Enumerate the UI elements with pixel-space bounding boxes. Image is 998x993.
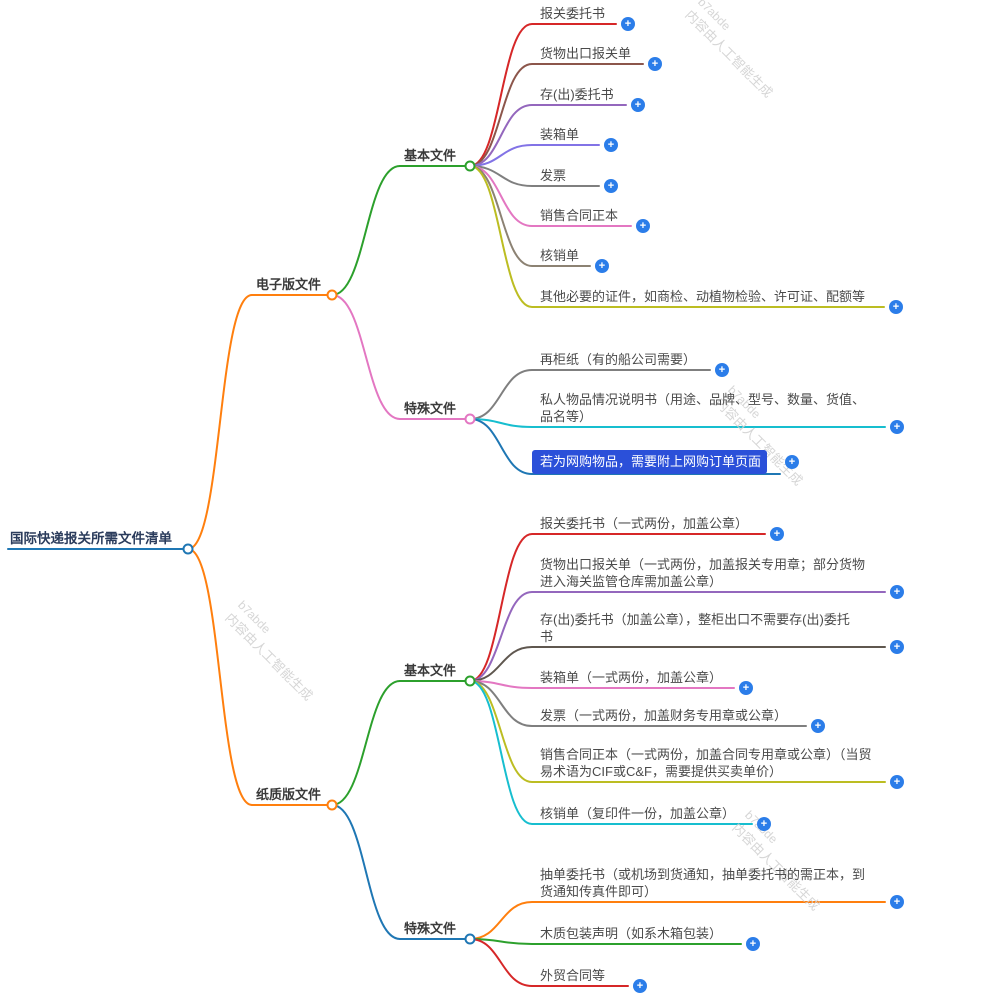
link-root-paper	[187, 548, 253, 806]
expand-button[interactable]: +	[715, 363, 729, 377]
expand-button[interactable]: +	[889, 300, 903, 314]
leaf-node[interactable]: 报关委托书（一式两份，加盖公章）	[540, 516, 749, 531]
root-node[interactable]: 国际快递报关所需文件清单	[10, 531, 172, 546]
leaf-node[interactable]: 核销单（复印件一份，加盖公章）	[540, 806, 736, 821]
link-leaf	[469, 646, 886, 682]
expand-button[interactable]: +	[757, 817, 771, 831]
leaf-node[interactable]: 再柜纸（有的船公司需要）	[540, 352, 697, 367]
node-connector-circle[interactable]	[182, 543, 194, 555]
expand-button[interactable]: +	[785, 455, 799, 469]
link-leaf	[469, 533, 766, 682]
expand-button[interactable]: +	[648, 57, 662, 71]
branch-node-paper[interactable]: 纸质版文件	[256, 787, 322, 802]
link-root-electronic	[187, 294, 253, 550]
link-leaf	[469, 418, 781, 475]
leaf-node[interactable]: 存(出)委托书	[540, 87, 614, 102]
group-node-e-basic[interactable]: 基本文件	[404, 148, 457, 163]
expand-button[interactable]: +	[631, 98, 645, 112]
link-leaf	[469, 104, 627, 167]
expand-button[interactable]: +	[621, 17, 635, 31]
group-node-p-special[interactable]: 特殊文件	[404, 921, 457, 936]
link-leaf	[469, 165, 885, 308]
link-electronic-basic	[331, 165, 401, 296]
leaf-node[interactable]: 发票	[540, 168, 567, 183]
link-leaf	[469, 165, 632, 227]
leaf-node[interactable]: 销售合同正本（一式两份，加盖合同专用章或公章）（当贸易术语为CIF或C&F，需要…	[540, 747, 872, 779]
leaf-node[interactable]: 其他必要的证件，如商检、动植物检验、许可证、配额等	[540, 289, 866, 304]
expand-button[interactable]: +	[633, 979, 647, 993]
expand-button[interactable]: +	[890, 775, 904, 789]
leaf-node[interactable]: 抽单委托书（或机场到货通知，抽单委托书的需正本，到货通知传真件即可）	[540, 867, 866, 899]
link-leaf	[469, 938, 629, 987]
node-connector-circle[interactable]	[326, 289, 338, 301]
link-leaf	[469, 901, 886, 940]
leaf-node-selected[interactable]: 若为网购物品，需要附上网购订单页面	[532, 450, 768, 474]
expand-button[interactable]: +	[890, 585, 904, 599]
leaf-node[interactable]: 报关委托书	[540, 6, 606, 21]
group-node-p-basic[interactable]: 基本文件	[404, 663, 457, 678]
link-leaf	[469, 680, 753, 825]
expand-button[interactable]: +	[746, 937, 760, 951]
expand-button[interactable]: +	[604, 179, 618, 193]
link-leaf	[469, 938, 742, 945]
link-leaf	[469, 418, 886, 428]
link-leaf	[469, 369, 711, 420]
leaf-node[interactable]: 发票（一式两份，加盖财务专用章或公章）	[540, 708, 788, 723]
link-leaf	[469, 63, 644, 167]
link-electronic-special	[331, 294, 401, 420]
expand-button[interactable]: +	[604, 138, 618, 152]
link-leaf	[469, 165, 600, 187]
expand-button[interactable]: +	[890, 895, 904, 909]
expand-button[interactable]: +	[595, 259, 609, 273]
branch-node-electronic[interactable]: 电子版文件	[256, 277, 322, 292]
node-connector-circle[interactable]	[326, 799, 338, 811]
group-node-e-special[interactable]: 特殊文件	[404, 401, 457, 416]
leaf-node[interactable]: 存(出)委托书（加盖公章），整柜出口不需要存(出)委托书	[540, 612, 850, 644]
leaf-node[interactable]: 装箱单	[540, 127, 580, 142]
expand-button[interactable]: +	[739, 681, 753, 695]
node-connector-circle[interactable]	[464, 933, 476, 945]
link-leaf	[469, 680, 807, 727]
leaf-node[interactable]: 核销单	[540, 248, 580, 263]
link-paper-basic	[331, 680, 401, 806]
node-connector-circle[interactable]	[464, 675, 476, 687]
leaf-node[interactable]: 销售合同正本	[540, 208, 619, 223]
link-leaf	[469, 680, 735, 689]
link-leaf	[469, 591, 886, 682]
leaf-node[interactable]: 货物出口报关单	[540, 46, 632, 61]
leaf-node[interactable]: 私人物品情况说明书（用途、品牌、型号、数量、货值、品名等）	[540, 392, 866, 424]
leaf-node[interactable]: 木质包装声明（如系木箱包装）	[540, 926, 723, 941]
expand-button[interactable]: +	[770, 527, 784, 541]
link-paper-special	[331, 804, 401, 940]
expand-button[interactable]: +	[811, 719, 825, 733]
node-connector-circle[interactable]	[464, 413, 476, 425]
link-leaf	[469, 23, 617, 167]
expand-button[interactable]: +	[636, 219, 650, 233]
node-connector-circle[interactable]	[464, 160, 476, 172]
leaf-node[interactable]: 外贸合同等	[540, 968, 606, 983]
link-leaf	[469, 144, 600, 167]
expand-button[interactable]: +	[890, 640, 904, 654]
expand-button[interactable]: +	[890, 420, 904, 434]
leaf-node[interactable]: 货物出口报关单（一式两份，加盖报关专用章；部分货物进入海关监管仓库需加盖公章）	[540, 557, 866, 589]
leaf-node[interactable]: 装箱单（一式两份，加盖公章）	[540, 670, 723, 685]
